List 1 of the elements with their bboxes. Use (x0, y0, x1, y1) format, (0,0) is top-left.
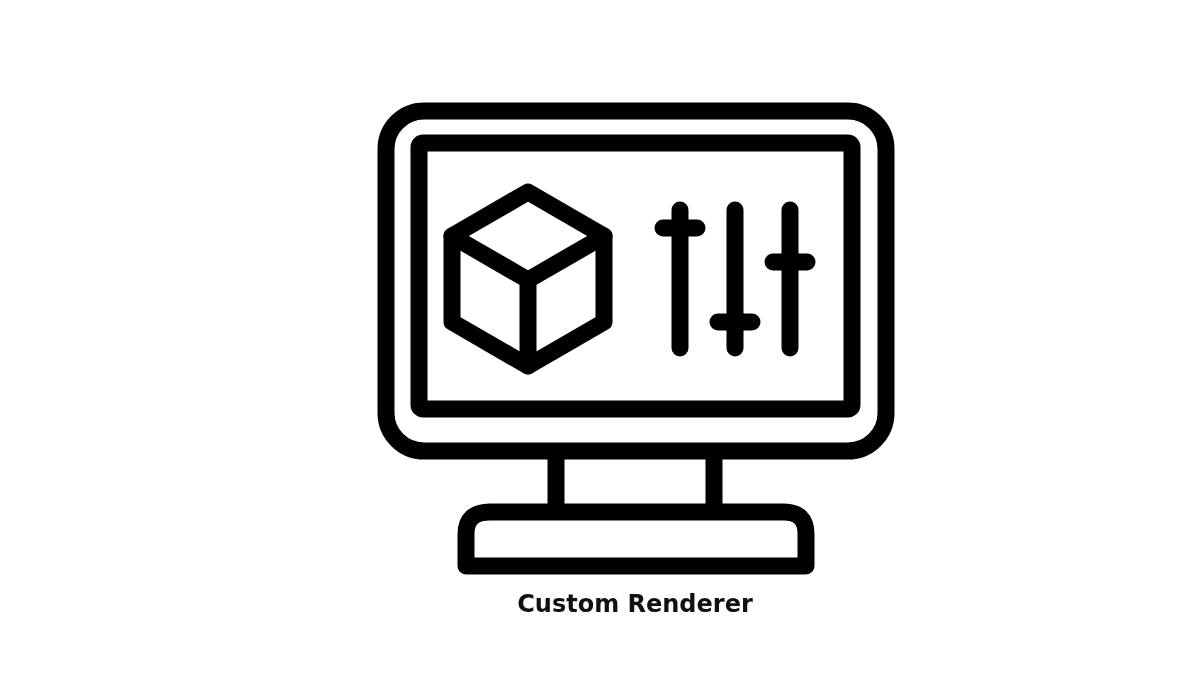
caption: Custom Renderer (517, 590, 753, 618)
